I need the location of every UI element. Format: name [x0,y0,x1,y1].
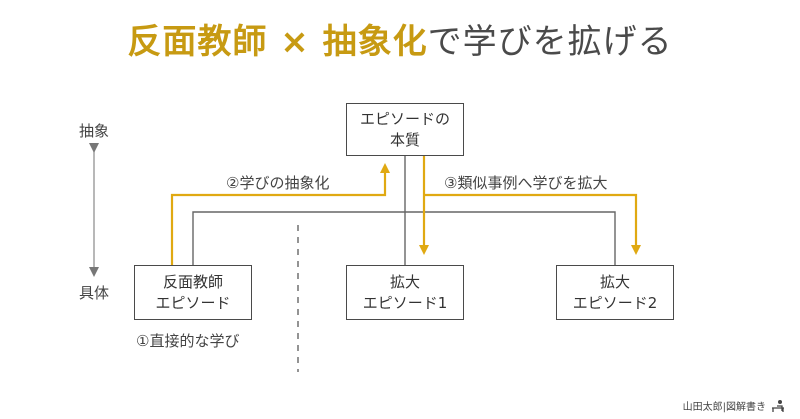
label-step2-abstraction: ②学びの抽象化 [226,174,330,192]
box-negative-example-line2: エピソード [155,293,231,312]
box-episode-essence-line1: エピソードの [359,109,450,128]
page-title: 反面教師 × 抽象化で学びを拡げる [0,14,800,63]
title-part-rest: で学びを拡げる [427,22,673,62]
box-extended-2-line1: 拡大 [599,272,630,291]
title-part-negative-example: 反面教師 [127,22,268,62]
box-negative-example-episode: 反面教師エピソード [134,265,252,320]
box-episode-essence: エピソードの本質 [346,103,464,156]
box-extended-1-line2: エピソード1 [362,293,448,312]
axis-label-abstract: 抽象 [79,122,110,140]
box-extended-2-line2: エピソード2 [572,293,658,312]
label-step3-extension: ③類似事例へ学びを拡大 [444,174,608,192]
writing-person-icon [772,399,784,412]
title-separator: × [267,22,323,62]
box-episode-essence-line2: 本質 [389,130,420,149]
title-part-abstraction: 抽象化 [322,22,428,62]
credit-text: 山田太郎|図解書き [682,402,766,413]
extension-arrow-2 [424,193,641,255]
box-extended-episode-2: 拡大エピソード2 [556,265,674,320]
author-credit: 山田太郎|図解書き [683,398,786,413]
axis-label-concrete: 具体 [79,284,110,302]
box-extended-1-line1: 拡大 [389,272,420,291]
box-extended-episode-1: 拡大エピソード1 [346,265,464,320]
box-negative-example-line1: 反面教師 [162,272,223,291]
label-step1-direct-learning: ①直接的な学び [136,332,240,350]
abstraction-arrow [170,163,390,265]
tree-connector [192,156,616,265]
